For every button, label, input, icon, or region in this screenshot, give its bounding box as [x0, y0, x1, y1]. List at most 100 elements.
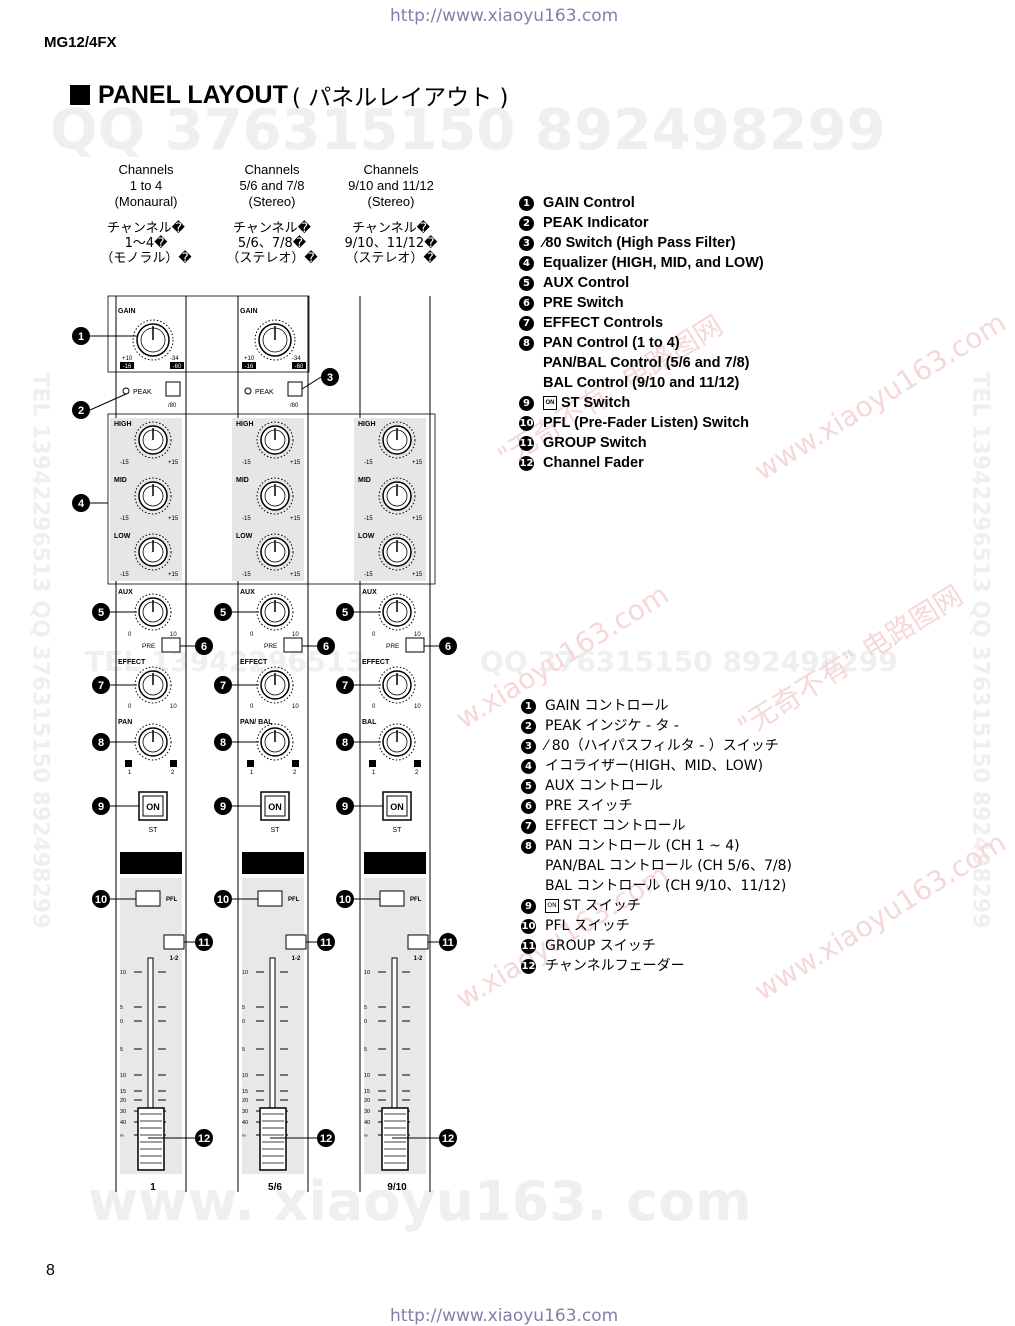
callout-8-icon [336, 733, 354, 751]
callout-11-icon-label: 11 [198, 937, 210, 949]
panel-diagram: GAIN+10-34-16-60PEAK/80HIGH-15+15MID-15+… [72, 295, 457, 1193]
eq-min-label: -15 [242, 572, 251, 578]
callout-10-icon [336, 890, 354, 908]
legend-number: 2 [519, 213, 543, 233]
channel-1-line2: 1 to 4 [129, 178, 163, 193]
channel-2-line1: Channels [244, 162, 300, 177]
legend-label: GAIN コントロール [545, 698, 669, 714]
fader-scale-label: 5 [120, 1047, 123, 1053]
callout-8-icon [214, 733, 232, 751]
fader-scale-label: 10 [364, 970, 370, 976]
legend-label: EFFECT コントロール [545, 818, 686, 834]
eq-group-box [107, 413, 436, 585]
gain-max2-label: -60 [173, 364, 182, 370]
aux-min-label: 0 [250, 632, 254, 638]
callout-7-icon [336, 676, 354, 694]
callout-6-icon-label: 6 [445, 641, 451, 653]
peak-led-icon [122, 387, 130, 395]
on-switch-icon: ON [545, 899, 559, 913]
fader-scale-label: 10 [364, 1073, 370, 1079]
legend-label: イコライザー(HIGH、MID、LOW) [545, 758, 764, 774]
legend-number: 11 [519, 433, 543, 453]
channel-3-jp2: 9/10、11/12� [344, 236, 438, 251]
callout-number-icon: 4 [521, 758, 536, 774]
legend-number: 10 [519, 413, 543, 433]
legend-label: PRE Switch [543, 295, 624, 311]
legend-label: PAN コントロール (CH 1 ~ 4) [545, 838, 740, 854]
fader-scale-label: 20 [242, 1098, 248, 1104]
pan-2-label: 2 [415, 770, 419, 776]
legend-text: PFL スイッチ [545, 916, 630, 936]
callout-12-icon [317, 1129, 335, 1147]
hpf-label: /80 [168, 403, 177, 409]
eq-high-knob-scale [134, 421, 172, 459]
eq-high-knob-scale [378, 421, 416, 459]
legend-number: 12 [519, 453, 543, 473]
legend-text: GROUP Switch [543, 433, 647, 453]
legend-jp-item: 6 PRE スイッチ [521, 796, 792, 816]
legend-label: PFL (Pre-Fader Listen) Switch [543, 415, 749, 431]
callout-number-icon: 8 [521, 838, 536, 854]
legend-number: 7 [519, 313, 543, 333]
source-url-bottom[interactable]: http://www.xiaoyu163.com [390, 1306, 619, 1326]
aux-label: AUX [118, 589, 133, 596]
channel-header-3: Channels 9/10 and 11/12 (Stereo) チャンネル� … [321, 162, 461, 266]
legend-text: PAN Control (1 to 4) [543, 333, 680, 353]
legend-label: BAL コントロール (CH 9/10、11/12) [545, 878, 787, 894]
callout-9-icon [336, 797, 354, 815]
fader-knob [137, 1107, 165, 1171]
legend-text: ⁄ 80（ハイパスフィルタ - ）スイッチ [545, 736, 779, 756]
legend-number: 2 [521, 716, 545, 736]
callout-5-icon [92, 603, 110, 621]
callout-3-icon-label: 3 [327, 372, 333, 384]
channel-2-jp2: 5/6、7/8� [237, 236, 307, 251]
channel-3-line1: Channels [363, 162, 419, 177]
legend-label: Channel Fader [543, 455, 644, 471]
callout-5-icon-label: 5 [98, 607, 104, 619]
eq-low-label: LOW [358, 533, 375, 540]
eq-min-label: -15 [364, 460, 373, 466]
callout-6-icon-label: 6 [323, 641, 329, 653]
legend-text: EFFECT コントロール [545, 816, 686, 836]
legend-number: 1 [519, 193, 543, 213]
legend-label: PRE スイッチ [545, 798, 633, 814]
legend-en-item: 3⁄80 Switch (High Pass Filter) [519, 233, 764, 253]
callout-7-icon-label: 7 [342, 680, 348, 692]
callout-11-icon [439, 933, 457, 951]
legend-text: PAN/BAL Control (5/6 and 7/8) [543, 353, 750, 373]
legend-number: 3 [521, 736, 545, 756]
callout-9-icon [214, 797, 232, 815]
fader-scale-label: ∞ [120, 1133, 124, 1139]
legend-jp-item: 4 イコライザー(HIGH、MID、LOW) [521, 756, 792, 776]
legend-number: 9 [521, 896, 545, 916]
source-url-top[interactable]: http://www.xiaoyu163.com [390, 6, 619, 26]
eq-min-label: -15 [364, 572, 373, 578]
pan-1-label: 1 [128, 770, 132, 776]
hpf-switch [165, 381, 181, 397]
callout-1-icon [72, 327, 90, 345]
callout-number-icon: 6 [521, 798, 536, 814]
on-label: ON [146, 802, 160, 812]
channel-2-line2: 5/6 and 7/8 [239, 178, 305, 193]
eq-low-label: LOW [236, 533, 253, 540]
eq-min-label: -15 [120, 572, 129, 578]
group-switch [285, 934, 307, 950]
gain-min2-bg [242, 362, 256, 369]
channel-1-jp3: （モノラル）� [100, 251, 192, 266]
callout-11-icon [317, 933, 335, 951]
callout-7-icon-label: 7 [220, 680, 226, 692]
channel-1-jp1: チャンネル� [107, 221, 185, 236]
eq-high-label: HIGH [236, 421, 254, 428]
callout-number-icon: 5 [521, 778, 536, 794]
callout-7-icon [92, 676, 110, 694]
watermark-qq-mid: QQ 376315150 892498299 [480, 645, 898, 678]
pan-label: PAN [118, 719, 132, 726]
callout-number-icon: 8 [519, 335, 534, 351]
channel-1-line3: (Monaural) [114, 194, 178, 209]
fader-scale-label: 0 [242, 1019, 245, 1025]
